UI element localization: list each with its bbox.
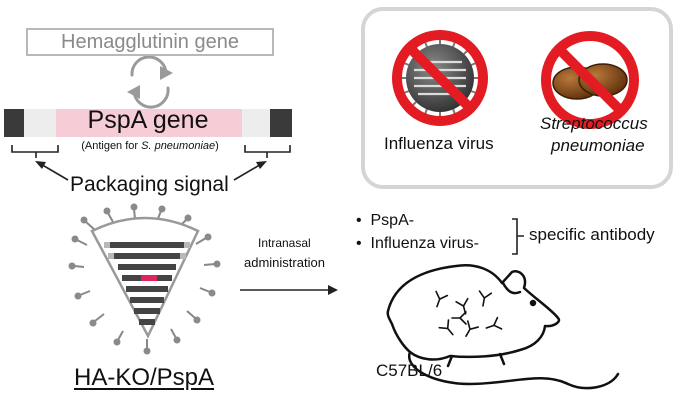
bullet: • bbox=[356, 235, 362, 252]
administration-label: administration bbox=[244, 255, 325, 270]
antibody-icon bbox=[465, 320, 479, 337]
gene-construct-bar bbox=[4, 109, 292, 137]
antigen-note-species: S. pneumoniae bbox=[141, 140, 216, 152]
packaging-signal-label: Packaging signal bbox=[70, 173, 229, 196]
coding-segment-left bbox=[24, 109, 56, 137]
prohibited-streptococcus-icon bbox=[541, 31, 639, 129]
bullet: • bbox=[356, 212, 362, 229]
prohibited-influenza-icon bbox=[392, 30, 488, 126]
intranasal-label: Intranasal bbox=[258, 236, 311, 250]
swap-arrows-icon bbox=[127, 55, 173, 109]
antibody-item-label: PspA- bbox=[370, 212, 415, 229]
hemagglutinin-gene-label: Hemagglutinin gene bbox=[26, 28, 274, 56]
antigen-note-suffix: ) bbox=[215, 140, 219, 152]
specific-antibody-label: specific antibody bbox=[529, 225, 655, 244]
antibody-icon bbox=[435, 290, 449, 308]
ncr-segment-left bbox=[4, 109, 24, 137]
packaging-arrow-right bbox=[233, 162, 264, 181]
antibody-icon bbox=[455, 297, 469, 315]
mouse-icon bbox=[386, 264, 620, 390]
antibody-icons bbox=[435, 290, 503, 337]
mouse-strain-label: C57BL/6 bbox=[376, 361, 443, 380]
pspa-gene-segment bbox=[56, 109, 242, 137]
vaccine-name: HA-KO/PspA bbox=[74, 364, 215, 391]
antibody-bracket bbox=[512, 218, 524, 255]
antibody-icon bbox=[485, 316, 503, 330]
packaging-arrow-left bbox=[38, 162, 69, 181]
antibody-icon bbox=[451, 311, 467, 325]
recombinant-virus-icon bbox=[68, 203, 221, 355]
influenza-virus-label: Influenza virus bbox=[384, 134, 494, 153]
antibody-icon bbox=[438, 319, 454, 336]
administration-arrow bbox=[240, 285, 338, 295]
antibody-list-item: • PspA- bbox=[356, 213, 414, 229]
antibody-item-label: Influenza virus- bbox=[370, 235, 480, 252]
pspa-segment-marker bbox=[141, 275, 157, 281]
packaging-brackets bbox=[11, 145, 291, 181]
antibody-icon bbox=[478, 290, 493, 307]
streptococcus-label-line1: Streptococcus bbox=[540, 114, 648, 133]
streptococcus-label-line2: pneumoniae bbox=[551, 136, 645, 155]
ncr-segment-right bbox=[270, 109, 292, 137]
antibody-list-item: • Influenza virus- bbox=[356, 236, 479, 252]
pspa-gene-label: PspA gene bbox=[87, 106, 209, 134]
coding-segment-right bbox=[242, 109, 270, 137]
antigen-note-prefix: (Antigen for bbox=[81, 140, 142, 152]
antigen-note: (Antigen for S. pneumoniae) bbox=[56, 141, 244, 152]
